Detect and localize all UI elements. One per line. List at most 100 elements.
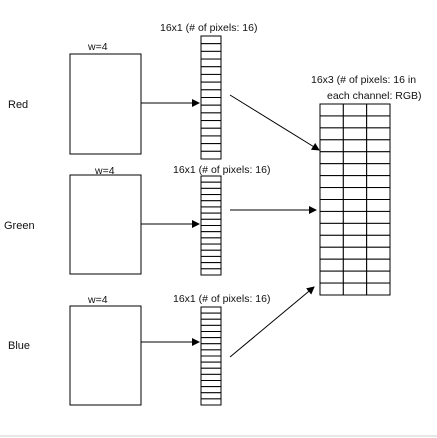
- width-label-blue: w=4: [87, 294, 108, 306]
- output-cell: [366, 103, 391, 117]
- output-cell: [366, 163, 391, 177]
- output-cell: [319, 163, 344, 177]
- column-vector-blue: [200, 306, 222, 406]
- vector-cell: [200, 231, 222, 239]
- vector-cell: [200, 262, 222, 270]
- vector-cell: [200, 120, 222, 129]
- output-cell: [342, 103, 368, 117]
- vector-cell: [200, 187, 222, 196]
- output-cell: [366, 187, 391, 200]
- output-matrix: [319, 103, 391, 296]
- output-cell: [342, 282, 368, 296]
- column-vector-red: [200, 35, 222, 160]
- output-cell: [319, 258, 344, 272]
- vector-cell: [200, 81, 222, 91]
- vector-label-green: 16x1 (# of pixels: 16): [173, 164, 270, 176]
- vector-cell: [200, 255, 222, 264]
- channel-label-red: Red: [8, 99, 28, 111]
- channel-image-blue: [69, 305, 142, 406]
- channel-image-red: [69, 53, 142, 155]
- channel-label-green: Green: [4, 220, 35, 232]
- vector-cell: [200, 218, 222, 226]
- vector-cell: [200, 50, 222, 60]
- vector-cell: [200, 104, 222, 114]
- vector-cell: [200, 89, 222, 98]
- vector-cell: [200, 392, 222, 400]
- output-cell: [319, 234, 344, 248]
- output-cell: [366, 199, 391, 212]
- output-cell: [366, 139, 391, 153]
- arrow-red-to-output: [229, 94, 320, 151]
- output-cell: [366, 234, 391, 248]
- output-cell: [366, 210, 391, 224]
- output-cell: [366, 222, 391, 236]
- output-cell: [319, 187, 344, 200]
- output-cell: [319, 103, 344, 117]
- vector-cell: [200, 175, 222, 183]
- vector-cell: [200, 324, 222, 332]
- output-cell: [342, 115, 368, 129]
- output-cell: [319, 199, 344, 212]
- output-cell: [319, 139, 344, 153]
- vector-cell: [200, 135, 222, 145]
- channel-label-blue: Blue: [8, 340, 30, 352]
- output-cell: [319, 175, 344, 189]
- output-cell: [342, 139, 368, 153]
- vector-cell: [200, 200, 222, 208]
- vector-cell: [200, 343, 222, 351]
- output-label-line1: 16x3 (# of pixels: 16 in: [311, 74, 416, 86]
- output-label-line2: each channel: RGB): [327, 90, 422, 102]
- vector-cell: [200, 237, 222, 245]
- vector-cell: [200, 143, 222, 152]
- vector-cell: [200, 386, 222, 394]
- vector-cell: [200, 58, 222, 68]
- channel-image-green: [69, 174, 142, 275]
- output-cell: [366, 282, 391, 296]
- column-vector-green: [200, 175, 222, 276]
- output-cell: [319, 246, 344, 260]
- output-cell: [342, 222, 368, 236]
- output-cell: [366, 127, 391, 141]
- vector-cell: [200, 398, 222, 406]
- output-cell: [366, 175, 391, 189]
- vector-cell: [200, 73, 222, 83]
- vector-label-red: 16x1 (# of pixels: 16): [160, 22, 257, 34]
- output-cell: [319, 222, 344, 236]
- vector-cell: [200, 380, 222, 388]
- output-cell: [319, 270, 344, 284]
- vector-cell: [200, 355, 222, 363]
- output-cell: [342, 187, 368, 200]
- output-cell: [342, 175, 368, 189]
- output-cell: [342, 258, 368, 272]
- vector-cell: [200, 97, 222, 106]
- output-cell: [319, 151, 344, 165]
- output-cell: [342, 151, 368, 165]
- output-cell: [319, 282, 344, 296]
- output-cell: [366, 115, 391, 129]
- vector-cell: [200, 35, 222, 45]
- output-cell: [342, 127, 368, 141]
- vector-cell: [200, 66, 222, 75]
- vector-cell: [200, 312, 222, 320]
- vector-cell: [200, 212, 222, 220]
- vector-cell: [200, 127, 222, 137]
- vector-cell: [200, 43, 222, 52]
- vector-cell: [200, 367, 222, 375]
- arrow-blue-to-output: [229, 286, 315, 358]
- vector-cell: [200, 331, 222, 339]
- vector-cell: [200, 318, 222, 326]
- output-cell: [342, 199, 368, 212]
- vector-cell: [200, 337, 222, 345]
- width-label-red: w=4: [87, 41, 108, 53]
- output-cell: [366, 270, 391, 284]
- output-cell: [342, 210, 368, 224]
- vector-cell: [200, 268, 222, 276]
- output-cell: [366, 246, 391, 260]
- vector-cell: [200, 206, 222, 214]
- output-cell: [342, 234, 368, 248]
- vector-cell: [200, 225, 222, 233]
- vector-cell: [200, 306, 222, 314]
- vector-cell: [200, 243, 222, 251]
- output-cell: [342, 163, 368, 177]
